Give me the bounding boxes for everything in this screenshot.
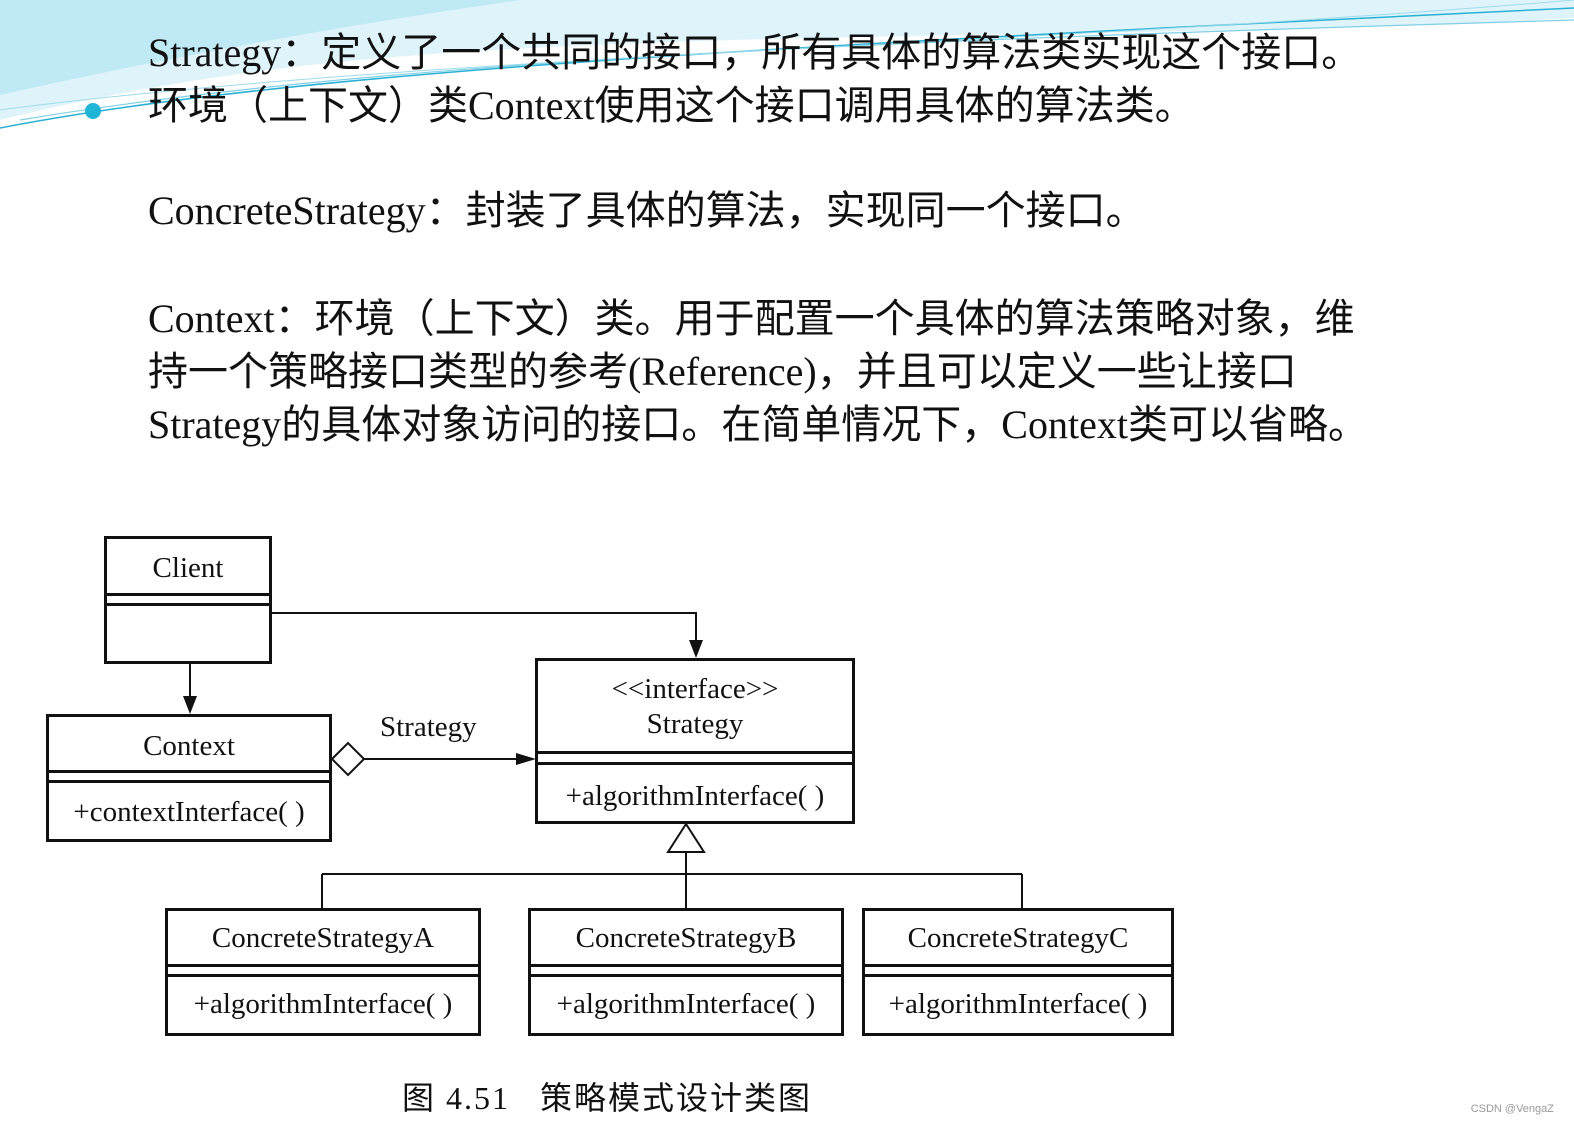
client-to-strategy-line [272, 612, 697, 654]
aggregation-diamond [330, 741, 366, 777]
concrete-strategy-a-box: ConcreteStrategyA +algorithmInterface( ) [165, 908, 481, 1036]
strategy-line-2: 环境（上下文）类Context使用这个接口调用具体的算法类。 [148, 83, 1195, 128]
context-line-3: Strategy的具体对象访问的接口。在简单情况下，Context类可以省略。 [148, 402, 1368, 447]
concrete-strategy-c-box: ConcreteStrategyC +algorithmInterface( ) [862, 908, 1174, 1036]
strategy-paragraph: Strategy：定义了一个共同的接口，所有具体的算法类实现这个接口。 环境（上… [148, 26, 1508, 132]
uml-class-diagram: Client Context +contextInterface( ) Stra… [32, 518, 1186, 1130]
client-class-box: Client [104, 536, 272, 664]
concrete-strategy-c-name: ConcreteStrategyC [907, 922, 1129, 954]
concrete-a-separator-1 [168, 964, 478, 967]
strategy-interface-name: Strategy [646, 708, 744, 740]
strategy-method: +algorithmInterface( ) [565, 780, 825, 812]
context-class-box: Context +contextInterface( ) [46, 714, 332, 842]
strategy-separator-2 [538, 762, 852, 765]
client-to-strategy-arrowhead [689, 640, 703, 658]
strategy-separator-1 [538, 751, 852, 754]
concrete-strategy-b-method: +algorithmInterface( ) [556, 988, 816, 1020]
wave-fill-light [0, 0, 1574, 120]
client-separator-2 [107, 603, 269, 606]
strategy-line-1: Strategy：定义了一个共同的接口，所有具体的算法类实现这个接口。 [148, 30, 1362, 75]
figure-caption: 图 4.51 策略模式设计类图 [402, 1080, 813, 1116]
context-paragraph: Context：环境（上下文）类。用于配置一个具体的算法策略对象，维 持一个策略… [148, 292, 1508, 451]
concrete-b-separator-2 [531, 974, 841, 977]
client-to-context-arrowhead [183, 696, 197, 714]
concrete-strategy-b-box: ConcreteStrategyB +algorithmInterface( ) [528, 908, 844, 1036]
concrete-strategy-c-method: +algorithmInterface( ) [888, 988, 1148, 1020]
concrete-c-separator-1 [865, 964, 1171, 967]
watermark: CSDN @VengaZ [1470, 1103, 1554, 1115]
context-separator-2 [49, 780, 329, 783]
slide-header-waves [0, 0, 1574, 129]
concrete-strategy-b-name: ConcreteStrategyB [575, 922, 797, 954]
concrete-strategy-a-name: ConcreteStrategyA [211, 922, 435, 954]
client-class-name: Client [152, 552, 224, 584]
context-line-1: Context：环境（上下文）类。用于配置一个具体的算法策略对象，维 [148, 296, 1355, 341]
concrete-strategy-a-method: +algorithmInterface( ) [193, 988, 453, 1020]
strategy-stereotype: <<interface>> [611, 673, 779, 705]
concrete-b-separator-1 [531, 964, 841, 967]
aggregation-label: Strategy [380, 711, 477, 743]
wave-fill-mid [0, 0, 520, 95]
concrete-c-separator-2 [865, 974, 1171, 977]
client-separator-1 [107, 593, 269, 596]
wave-line-3 [0, 0, 1574, 111]
context-method: +contextInterface( ) [73, 796, 305, 828]
strategy-interface-box: <<interface>> Strategy +algorithmInterfa… [535, 658, 855, 824]
context-class-name: Context [143, 730, 235, 762]
context-separator-1 [49, 770, 329, 773]
context-line-2: 持一个策略接口类型的参考(Reference)，并且可以定义一些让接口 [148, 349, 1297, 394]
concrete-a-separator-2 [168, 974, 478, 977]
bullet-dot [85, 103, 101, 119]
inheritance-triangle [666, 822, 706, 853]
aggregation-arrowhead [516, 753, 536, 765]
concrete-line: ConcreteStrategy：封装了具体的算法，实现同一个接口。 [148, 188, 1146, 233]
uml-connectors [183, 612, 1023, 908]
concrete-strategy-paragraph: ConcreteStrategy：封装了具体的算法，实现同一个接口。 [148, 184, 1508, 237]
